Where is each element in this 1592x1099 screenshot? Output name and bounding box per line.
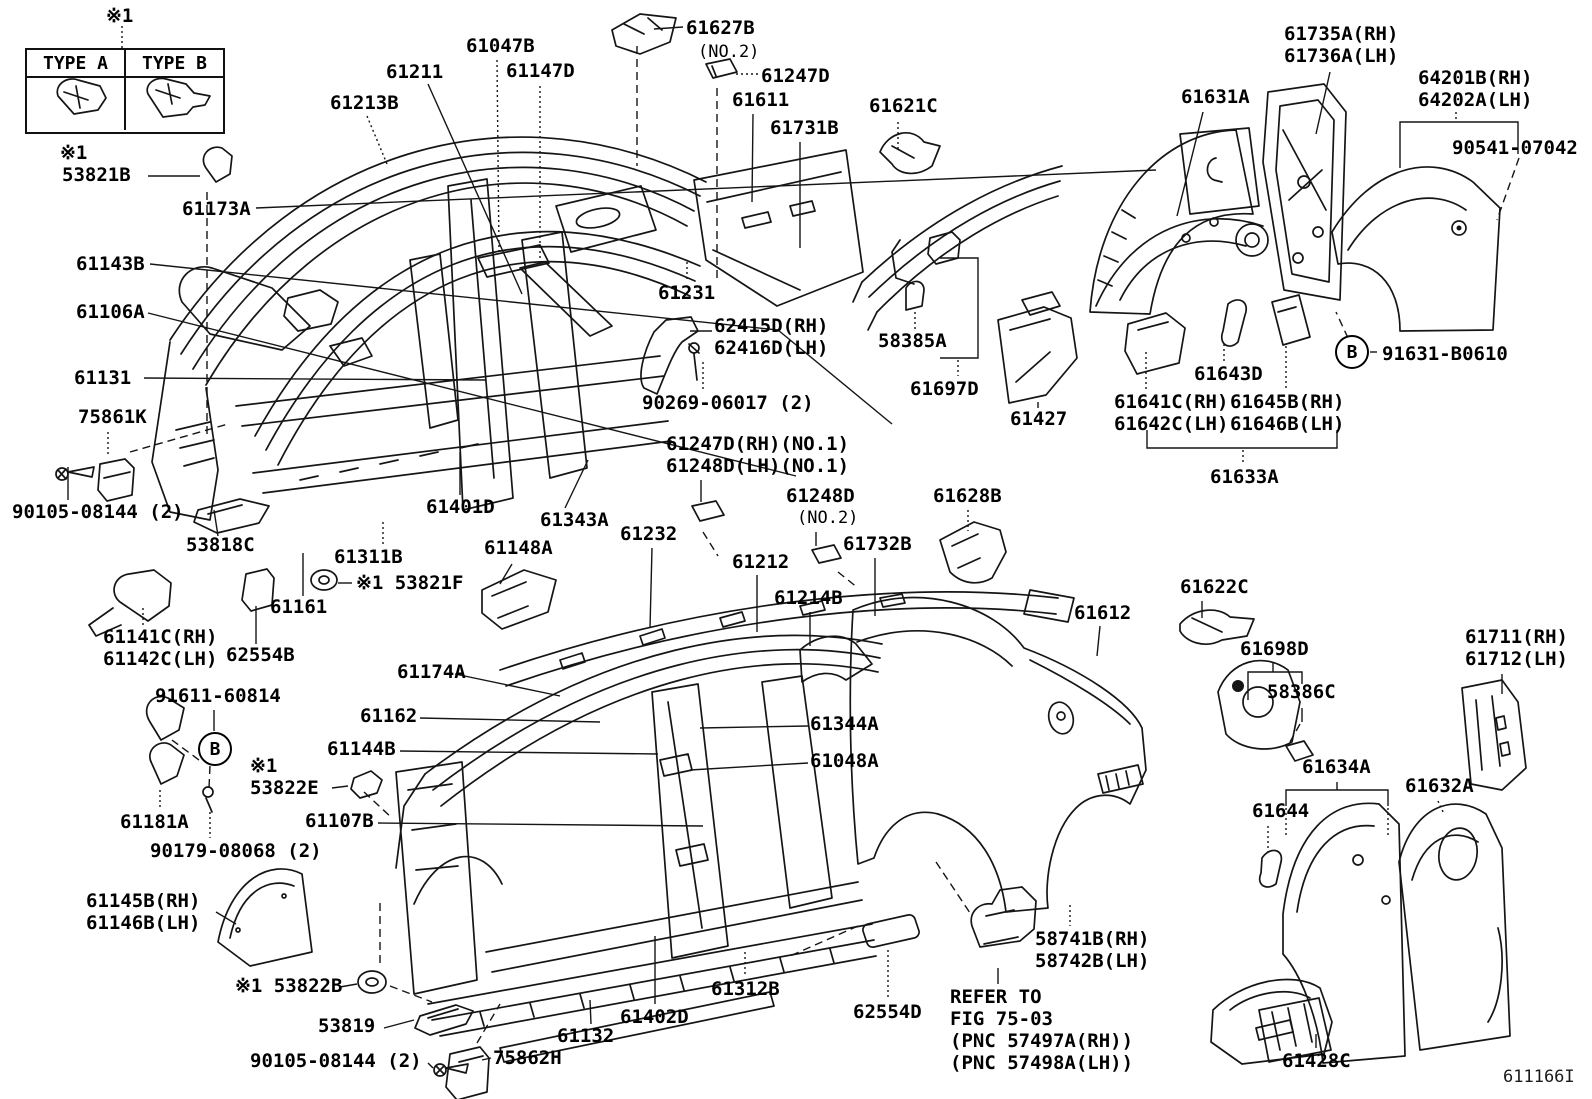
part-label: 62554B: [226, 644, 295, 666]
part-label: 61162: [360, 705, 418, 727]
part-label: 61132: [557, 1025, 615, 1047]
part-label: ※1 53821F: [356, 572, 464, 594]
part-label: 61344A: [810, 713, 879, 735]
part-label: (NO.2): [698, 42, 760, 62]
part-label: 61213B: [330, 92, 399, 114]
part-label: 53822E: [250, 777, 319, 799]
part-label: 61632A: [1405, 775, 1474, 797]
part-label: 61247D(RH)(NO.1)61248D(LH)(NO.1): [666, 433, 850, 477]
part-label: 61711(RH)61712(LH): [1465, 626, 1568, 670]
part-label: 61247D: [761, 65, 830, 87]
part-label: 61644: [1252, 800, 1310, 822]
part-label: 91631-B0610: [1382, 343, 1508, 365]
part-label: 61145B(RH)61146B(LH): [86, 890, 201, 934]
part-label: 61161: [270, 596, 328, 618]
part-label: 61312B: [711, 978, 780, 1000]
part-label: 61627B: [686, 17, 755, 39]
part-label: 61628B: [933, 485, 1002, 507]
part-label: 61697D: [910, 378, 979, 400]
legend-note-ref: ※1: [106, 5, 134, 27]
part-label: 61212: [732, 551, 790, 573]
part-label: 90179-08068 (2): [150, 840, 322, 862]
callout-b-left: B: [198, 732, 232, 766]
part-label: 61173A: [182, 198, 251, 220]
part-label: 75861K: [78, 406, 147, 428]
part-label: 58385A: [878, 330, 947, 352]
part-label: ※1: [60, 142, 88, 164]
part-label: 62415D(RH)62416D(LH): [714, 315, 829, 359]
part-label: 61343A: [540, 509, 609, 531]
part-label: 58386C: [1267, 681, 1336, 703]
part-label: 91611-60814: [155, 685, 281, 707]
type-legend: TYPE A TYPE B: [25, 48, 225, 134]
part-label: 61211: [386, 61, 444, 83]
part-label: 61148A: [484, 537, 553, 559]
part-label: 61106A: [76, 301, 145, 323]
part-label: 53819: [318, 1015, 376, 1037]
type-b-clip-icon: [126, 78, 223, 130]
part-label: 64201B(RH)64202A(LH): [1418, 67, 1533, 111]
part-label: 62554D: [853, 1001, 922, 1023]
part-label: 61181A: [120, 811, 189, 833]
part-label: 61231: [658, 282, 716, 304]
part-label: 61731B: [770, 117, 839, 139]
part-label: 61147D: [506, 60, 575, 82]
part-label: 90105-08144 (2): [12, 501, 184, 523]
part-label: 53821B: [62, 164, 131, 186]
part-label: 61174A: [397, 661, 466, 683]
part-label: 61612: [1074, 602, 1132, 624]
part-label: 61645B(RH)61646B(LH): [1230, 391, 1345, 435]
part-label: 61732B: [843, 533, 912, 555]
part-label: 61633A: [1210, 466, 1279, 488]
part-label: 53818C: [186, 534, 255, 556]
part-label: 61428C: [1282, 1050, 1351, 1072]
part-label: 90269-06017 (2): [642, 392, 814, 414]
part-label: 61621C: [869, 95, 938, 117]
part-label: 61427: [1010, 408, 1068, 430]
part-label: 90541-07042: [1452, 137, 1578, 159]
part-label: 58741B(RH)58742B(LH): [1035, 928, 1150, 972]
part-label: 61107B: [305, 810, 374, 832]
part-label: 61631A: [1181, 86, 1250, 108]
legend-col-type-a: TYPE A: [27, 50, 126, 76]
part-label: 90105-08144 (2): [250, 1050, 422, 1072]
callout-b-right: B: [1335, 335, 1369, 369]
part-label: 61048A: [810, 750, 879, 772]
part-label: 61248D: [786, 485, 855, 507]
part-label: 61634A: [1302, 756, 1371, 778]
part-label: ※1: [250, 755, 278, 777]
part-label: 61143B: [76, 253, 145, 275]
part-label: 61643D: [1194, 363, 1263, 385]
part-label: 61047B: [466, 35, 535, 57]
part-label: 61735A(RH)61736A(LH): [1284, 23, 1399, 67]
part-label: 61214B: [774, 587, 843, 609]
part-label: 61402D: [620, 1006, 689, 1028]
part-label: 61311B: [334, 546, 403, 568]
figure-code: 611166I: [1503, 1067, 1575, 1087]
part-label: (NO.2): [797, 508, 859, 528]
part-label: 61622C: [1180, 576, 1249, 598]
part-label: 61144B: [327, 738, 396, 760]
part-label: 61611: [732, 89, 790, 111]
part-label: 61641C(RH)61642C(LH): [1114, 391, 1229, 435]
legend-col-type-b: TYPE B: [141, 52, 208, 74]
part-label: 61232: [620, 523, 678, 545]
part-label: 61698D: [1240, 638, 1309, 660]
part-label: 61141C(RH)61142C(LH): [103, 626, 218, 670]
part-label: ※1 53822B: [235, 975, 343, 997]
part-label: 61131: [74, 367, 132, 389]
part-label: 75862H: [493, 1047, 562, 1069]
type-a-clip-icon: [27, 78, 126, 130]
part-label: 61401D: [426, 496, 495, 518]
